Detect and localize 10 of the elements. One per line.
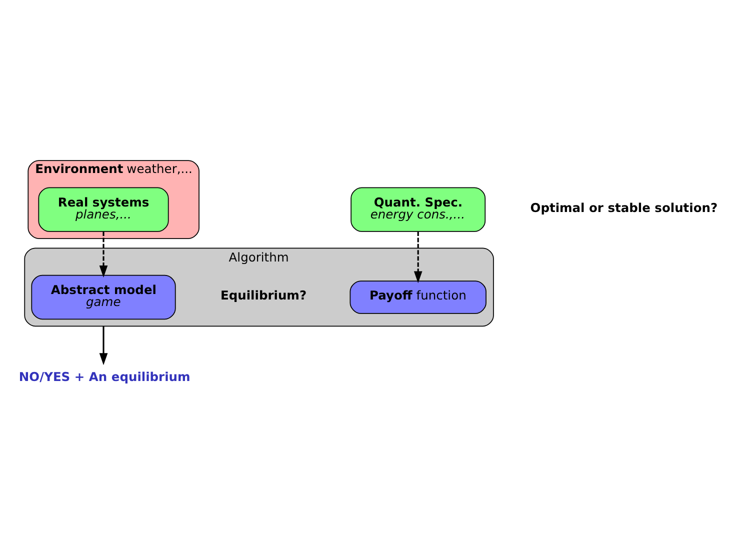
- node-box: Payoff function: [350, 280, 486, 314]
- arrow: [99, 326, 108, 366]
- node-box: Quant. Spec. energy cons.,...: [350, 187, 486, 232]
- arrow: [99, 232, 108, 278]
- label: Optimal or stable solution?: [530, 200, 718, 215]
- arrow: [414, 232, 422, 284]
- node-box: Abstract model game: [31, 274, 176, 320]
- label: Equilibrium?: [220, 288, 307, 303]
- node-text: NO/YES + An equilibrium: [18, 370, 190, 384]
- node-box: Real systems planes,...: [38, 187, 169, 232]
